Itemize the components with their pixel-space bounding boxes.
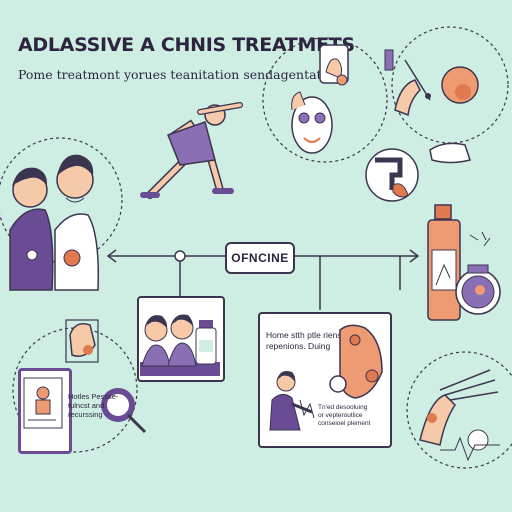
device-illustration <box>365 148 419 202</box>
hands-tools-illustration <box>384 49 479 164</box>
left-card-line: recurssing <box>68 410 103 419</box>
page-title: ADLASSIVE A CHNIS TREATMETS <box>18 34 355 56</box>
stretching-figure-illustration <box>140 102 243 199</box>
left-card-text: Hotles Pessse- tulncst and recurssing <box>68 392 128 419</box>
left-card-line: Hotles Pessse- <box>68 392 119 401</box>
medicine-bottles-illustration <box>427 204 501 321</box>
home-card-note-line: or vepteroutlice <box>318 412 363 419</box>
home-card-heading-line: Home stth ptle riens <box>266 330 342 340</box>
info-card-left <box>18 368 72 454</box>
clipboard-hand-illustration <box>65 319 147 434</box>
home-card-note: Tn'ed desooluing or vepteroutlice consei… <box>318 404 388 428</box>
home-card-heading: Home stth ptle riens repenions. Duing <box>266 330 346 352</box>
family-card <box>137 296 225 382</box>
page-subtitle: Pome treatmont yorues teanitation sendag… <box>18 67 342 82</box>
two-people-illustration <box>9 154 100 291</box>
home-card-heading-line: repenions. Duing <box>266 341 331 351</box>
wrist-pain-illustration <box>419 369 500 462</box>
left-card-line: tulncst and <box>68 401 105 410</box>
connector-lines <box>106 249 420 310</box>
home-card-note-line: Tn'ed desooluing <box>318 404 368 411</box>
central-hub-label: OFNCINE <box>225 242 295 274</box>
face-mask-illustration <box>291 44 349 154</box>
home-card-note-line: conseioel plement <box>318 420 371 427</box>
